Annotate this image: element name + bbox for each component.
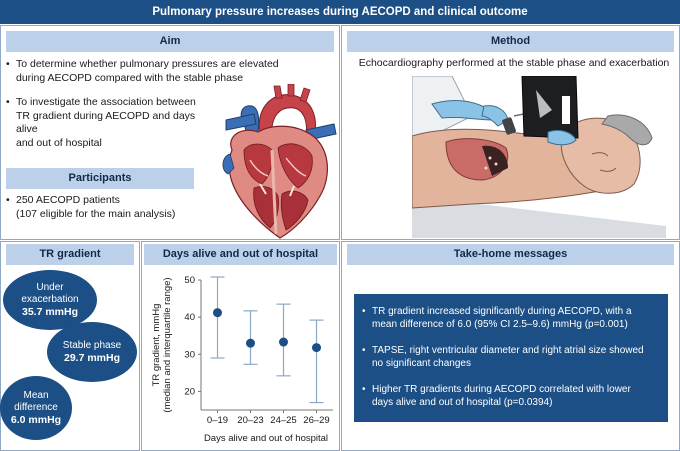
participants-bullet: 250 AECOPD patients: [6, 194, 216, 208]
y-tick-label: 50: [184, 275, 195, 286]
page-title: Pulmonary pressure increases during AECO…: [0, 0, 680, 24]
aim-bullet-2: To investigate the association between T…: [6, 96, 216, 150]
exacerbation-circle: Under exacerbation 35.7 mmHg: [3, 270, 97, 330]
x-tick-label: 0–19: [207, 415, 228, 426]
aim-bullet-1: To determine whether pulmonary pressures…: [6, 58, 316, 85]
y-axis-label: TR gradient, mmHg: [151, 304, 162, 387]
take-home-bullet-3: Higher TR gradients during AECOPD correl…: [362, 384, 668, 409]
method-heading: Method: [347, 31, 674, 52]
x-tick-label: 20–23: [237, 415, 263, 426]
mean-difference-circle: Mean difference 6.0 mmHg: [0, 376, 72, 440]
participants-heading: Participants: [6, 168, 194, 189]
take-home-bullet-1: TR gradient increased significantly duri…: [362, 306, 668, 331]
x-tick-label: 24–25: [270, 415, 296, 426]
days-alive-panel: [141, 241, 340, 451]
x-axis-label: Days alive and out of hospital: [204, 433, 328, 444]
y-tick-label: 30: [184, 349, 195, 360]
tr-gradient-chart: 20 30 40 50 0–19 20–23 24–25 26–29 TR gradient,…: [151, 275, 333, 444]
y-axis-label-note: (median and interquartile range): [162, 277, 173, 412]
tr-gradient-heading: TR gradient: [6, 244, 134, 265]
y-tick-label: 40: [184, 312, 195, 323]
echocardiography-illustration: [412, 76, 666, 238]
take-home-heading: Take-home messages: [347, 244, 674, 265]
x-tick-label: 26–29: [303, 415, 329, 426]
participants-note: (107 eligible for the main analysis): [16, 207, 176, 220]
days-alive-heading: Days alive and out of hospital: [144, 244, 337, 265]
heart-illustration: [222, 84, 337, 239]
median-point: [246, 338, 255, 348]
method-text: Echocardiography performed at the stable…: [358, 57, 670, 69]
median-point: [279, 337, 288, 347]
stable-phase-circle: Stable phase 29.7 mmHg: [47, 322, 137, 382]
take-home-bullet-2: TAPSE, right ventricular diameter and ri…: [362, 345, 668, 370]
y-tick-label: 20: [184, 386, 195, 397]
median-point: [312, 343, 321, 353]
median-point: [213, 308, 222, 318]
aim-heading: Aim: [6, 31, 334, 52]
